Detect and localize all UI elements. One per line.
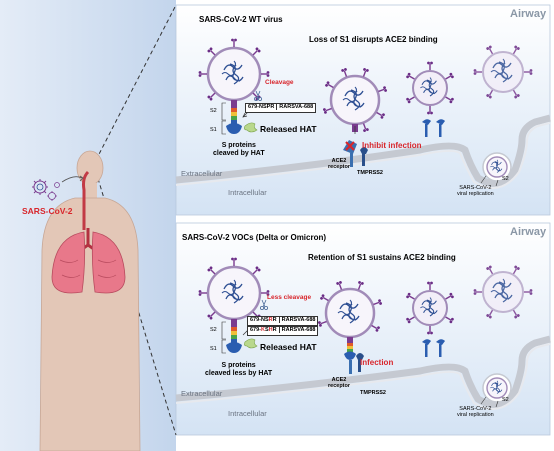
cell-s2-label: S2 [502,176,509,182]
sequence-left: 679-NSPR [248,104,275,110]
cleavage-site-sequence: 679-NSPR RARSVA-688 [245,103,317,113]
zoom-line-top [95,4,177,161]
s1-label: S1 [210,127,217,133]
sequence-part: 679- [250,327,262,333]
block-x-icon [345,141,355,151]
s-proteins-label: S proteins cleaved by HAT [213,142,265,158]
small-virus-icon [32,179,48,195]
cell-s2-label: S2 [502,397,509,403]
intracellular-label: Intracellular [228,188,267,197]
tmprss2-icon [360,147,368,166]
small-virus-icon [47,191,57,201]
cleavage-label: Less cleavage [267,294,312,301]
replication-label: SARS-CoV-2 viral replication [457,185,494,198]
cleavage-site-sequence: 679-KSHR RARSVA-688 [247,326,319,336]
panel-title: SARS-CoV-2 WT virus [199,15,283,24]
virus-particle-background [472,264,534,320]
virus-in-vesicle [482,373,512,403]
inhibit-infection-label: Inhibit infection [362,141,422,150]
extracellular-label: Extracellular [181,169,223,178]
scissors-icon [254,90,263,102]
cell-membrane-top [175,114,551,187]
tmprss2-label: TMPRSS2 [360,390,386,396]
virus-in-vesicle [482,152,512,182]
panel-subtitle: Loss of S1 disrupts ACE2 binding [309,35,438,44]
replication-label: SARS-CoV-2 viral replication [457,406,494,419]
tmprss2-icon [356,353,364,372]
intracellular-label: Intracellular [228,409,267,418]
sequence-mutation: K [261,327,265,333]
s2-label: S2 [210,108,217,114]
ace2-receptor-label: ACE2 receptor [328,377,351,390]
ace2-receptor-label: ACE2 receptor [328,158,351,171]
cleavage-label: Cleavage [265,79,294,86]
virus-particle-background [472,44,534,100]
sequence-part: R [272,317,277,323]
sequence-part: R [272,327,277,333]
panel-subtitle: Retention of S1 sustains ACE2 binding [308,253,456,262]
inhale-arrow-icon [61,176,83,183]
released-hat-label: Released HAT [260,342,317,352]
sequence-right: RARSVA-688 [281,327,316,333]
tmprss2-label: TMPRSS2 [357,170,383,176]
sequence-mutation: H [268,327,273,333]
s2-label: S2 [210,327,217,333]
sequence-part: 679-NS [250,317,269,323]
virus-particle-bound [316,279,384,360]
infection-label: Infection [360,358,394,367]
scissors-icon [260,299,269,311]
virus-particle-floating [404,60,456,116]
spike-protein-stalk [226,319,242,353]
pathogen-label: SARS-CoV-2 [22,206,73,216]
extracellular-label: Extracellular [181,389,223,398]
human-body-icon [39,150,141,451]
hat-enzyme-icon [244,338,258,349]
sequence-mutation: R [268,317,273,323]
sequence-right: RARSVA-688 [279,104,314,110]
airway-label: Airway [510,8,547,20]
ace2-receptor-icon [422,339,445,357]
s-proteins-label: S proteins cleaved less by HAT [205,362,273,378]
s1-label: S1 [210,346,217,352]
small-virus-icon [54,182,60,188]
sequence-part: S [265,327,269,333]
released-hat-label: Released HAT [260,124,317,134]
ace2-receptor-icon [349,360,352,374]
hat-enzyme-icon [244,122,258,133]
panel-title: SARS-CoV-2 VOCs (Delta or Omicron) [182,233,327,242]
sequence-right: RARSVA-688 [281,317,316,323]
airway-label: Airway [510,226,547,238]
cell-membrane-bottom [175,335,551,408]
virus-particle-floating [404,280,456,336]
ace2-receptor-icon [422,119,445,137]
cleavage-site-sequence: 679-NSRR RARSVA-688 [247,316,319,326]
spike-protein-stalk [226,100,242,134]
